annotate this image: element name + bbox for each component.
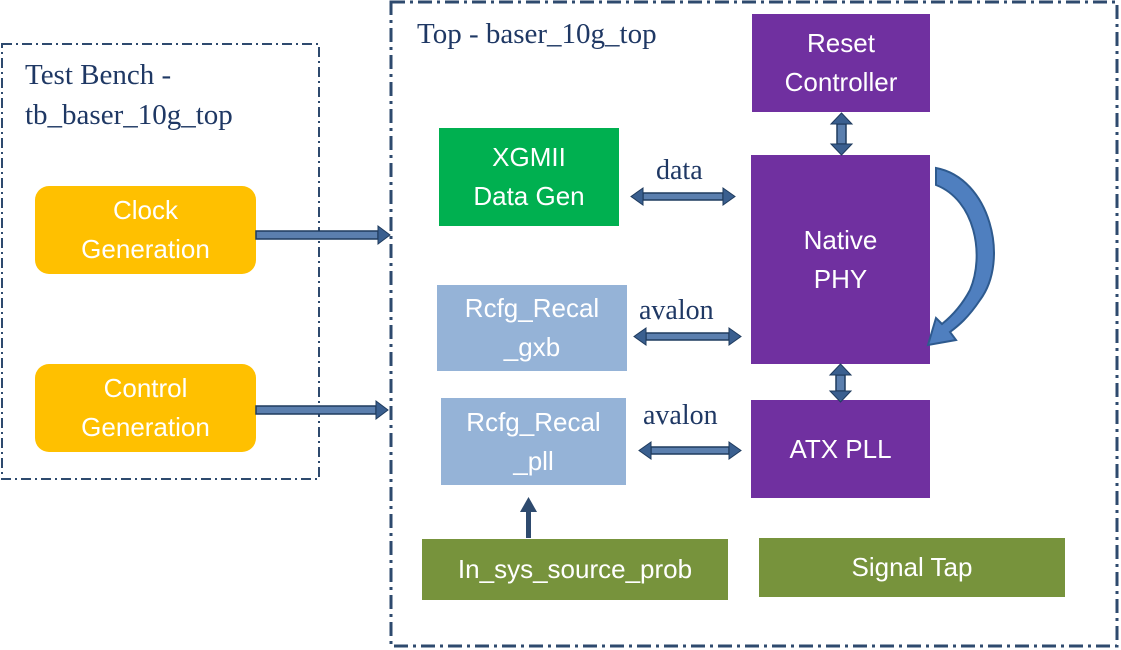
avalon-pll-double-arrow (638, 441, 742, 460)
testbench-frame (1, 43, 320, 480)
xgmii-line2: Data Gen (473, 181, 585, 211)
in-sys-label: In_sys_source_prob (457, 554, 693, 584)
top-title: Top - baser_10g_top (417, 18, 657, 50)
rcfg-recal-gxb-block: Rcfg_Recal _gxb (437, 285, 627, 371)
reset-phy-double-arrow (829, 112, 854, 156)
native-phy-line1: Native (803, 224, 878, 255)
testbench-frame-border (1, 43, 320, 480)
atx-pll-block: ATX PLL (751, 400, 930, 498)
clock-generation-line1: Clock (112, 195, 178, 225)
xgmii-line1: XGMII (492, 142, 566, 172)
rcfg-pll-line1: Rcfg_Recal (466, 406, 601, 437)
signal-tap-label: Signal Tap (851, 552, 973, 582)
clock-arrow (255, 225, 391, 245)
data-connection-label: data (656, 155, 703, 186)
top-frame (389, 0, 1119, 648)
avalon-pll-connection-label: avalon (643, 400, 718, 431)
native-phy-line2: PHY (813, 263, 868, 294)
reset-controller-line1: Reset (807, 28, 875, 58)
rcfg-pll-line2: _pll (513, 445, 554, 476)
control-generation-line1: Control (103, 373, 188, 403)
in-sys-up-arrow (520, 497, 537, 538)
top-frame-border (389, 0, 1119, 648)
testbench-title-line1: Test Bench - (25, 59, 172, 91)
native-phy-block: Native PHY (751, 155, 930, 364)
data-double-arrow (630, 187, 736, 206)
rcfg-gxb-line1: Rcfg_Recal (464, 293, 600, 323)
phy-atx-double-arrow (828, 363, 853, 403)
control-generation-line2: Generation (81, 412, 210, 442)
rcfg-recal-pll-block: Rcfg_Recal _pll (441, 398, 626, 485)
clock-generation-line2: Generation (81, 234, 210, 264)
control-generation-block: Control Generation (35, 364, 256, 452)
control-arrow (255, 400, 389, 420)
atx-pll-label: ATX PLL (789, 433, 892, 464)
reset-controller-line2: Controller (784, 67, 898, 97)
avalon-gxb-double-arrow (633, 327, 742, 346)
rcfg-gxb-line2: _gxb (503, 332, 561, 362)
testbench-title-line2: tb_baser_10g_top (25, 99, 233, 131)
xgmii-data-gen-block: XGMII Data Gen (439, 128, 619, 226)
reset-controller-block: Reset Controller (752, 14, 930, 112)
phy-loopback-curved-arrow (926, 166, 995, 347)
signal-tap-block: Signal Tap (759, 538, 1065, 597)
avalon-gxb-connection-label: avalon (639, 295, 714, 326)
clock-generation-block: Clock Generation (35, 186, 256, 274)
in-sys-source-prob-block: In_sys_source_prob (422, 539, 728, 600)
